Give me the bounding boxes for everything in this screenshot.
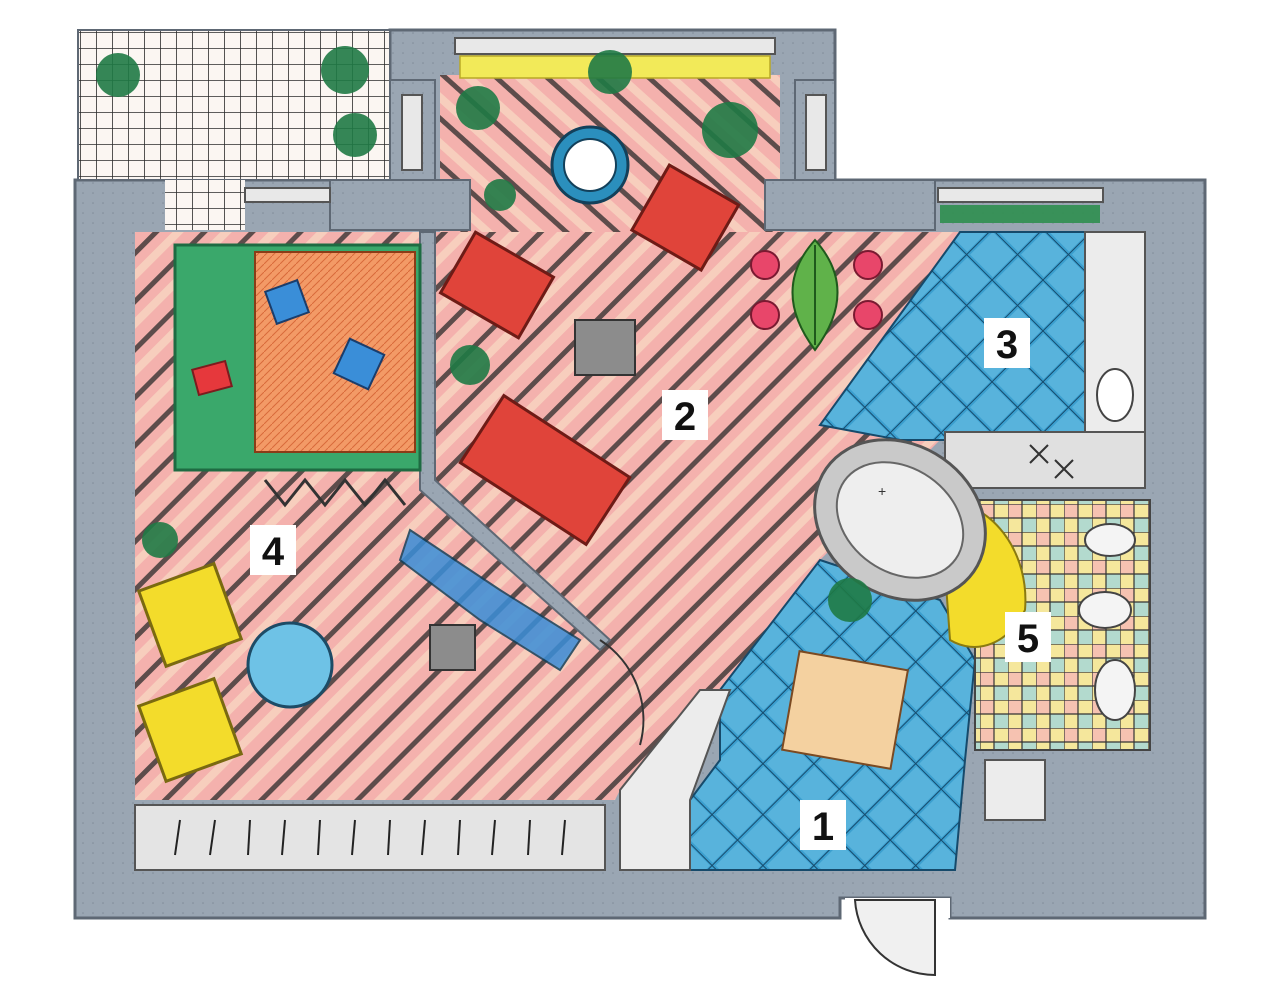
- bookshelf: [134, 804, 606, 871]
- door-icon[interactable]: [845, 898, 950, 977]
- room-label-2: 2: [662, 390, 708, 440]
- svg-text:3: 3: [996, 323, 1018, 367]
- living-furniture: [438, 125, 883, 547]
- plant-icon: [96, 46, 1100, 622]
- bathtub-icon: +: [813, 438, 1027, 648]
- room-kitchen: [818, 231, 1146, 489]
- bedroom-rug: [173, 243, 422, 508]
- room-labels: 1 2 3 4 5: [250, 318, 1051, 850]
- svg-text:1: 1: [812, 805, 834, 849]
- study-furniture: [136, 528, 645, 784]
- room-label-1: 1: [800, 800, 846, 850]
- room-label-3: 3: [984, 318, 1030, 368]
- room-label-4: 4: [250, 525, 296, 575]
- svg-text:5: 5: [1017, 617, 1039, 661]
- svg-text:4: 4: [262, 530, 285, 574]
- room-label-5: 5: [1005, 612, 1051, 662]
- room-entry: [619, 558, 977, 871]
- svg-text:2: 2: [674, 395, 696, 439]
- svg-text:+: +: [878, 483, 886, 499]
